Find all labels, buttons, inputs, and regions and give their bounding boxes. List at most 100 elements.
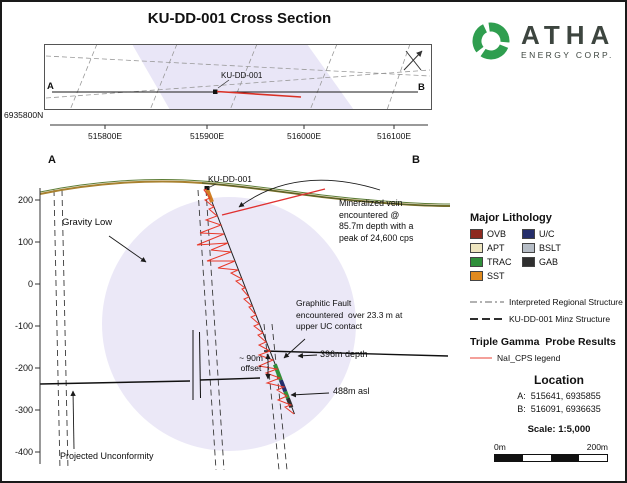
projected-unconformity-arrow (70, 390, 76, 450)
elev-tick: 100 (18, 237, 33, 247)
atha-logo-text: ATHA ENERGY CORP. (521, 19, 616, 60)
location-title: Location (534, 373, 584, 387)
easting-tick: 515800E (88, 131, 122, 141)
lithology-label: TRAC (487, 257, 512, 267)
regional-structure-label: Interpreted Regional Structure (509, 297, 623, 307)
lithology-label: BSLT (539, 243, 561, 253)
red-line-sample (470, 357, 492, 359)
lithology-label: OVB (487, 229, 507, 239)
elev-tick: 200 (18, 195, 33, 205)
plan-map: A B KU-DD-001 6935800N 515800E 515900E 5… (4, 44, 432, 141)
lithology-swatch (470, 271, 483, 281)
fault-ticks (192, 330, 201, 400)
lithology-swatch (522, 229, 535, 239)
gamma-probe-trace (196, 188, 295, 415)
lithology-label: SST (487, 271, 505, 281)
lithology-swatch (470, 243, 483, 253)
legend-minz-structure: KU-DD-001 Minz Structure (470, 314, 625, 324)
offset-label: ~ 90m offset (239, 353, 263, 373)
atha-logo-icon (472, 22, 510, 60)
lithology-swatch (470, 229, 483, 239)
easting-tick: 516000E (287, 131, 321, 141)
map-label-a: A (47, 81, 54, 92)
section-label-a: A (48, 154, 56, 166)
section-hole-label: KU-DD-001 (208, 174, 252, 184)
graphitic-fault-arrow (283, 338, 306, 359)
lithology-item: BSLT (522, 243, 574, 253)
elev-tick: -200 (15, 363, 33, 373)
gravity-low-arrow (108, 235, 147, 263)
page-title: KU-DD-001 Cross Section (147, 10, 332, 27)
graphitic-fault-note: Graphitic Fault encountered over 23.3 m … (296, 298, 403, 331)
map-regional-structures (45, 44, 431, 110)
topography-vegetation-line (39, 178, 451, 205)
collar-marker (204, 186, 210, 190)
lithology-legend: OVB U/C APT BSLT TRAC GAB SST (470, 229, 574, 281)
dashed-line-sample (470, 318, 504, 320)
lithology-item: APT (470, 243, 522, 253)
brand-name: ATHA (521, 19, 616, 50)
brand-subtitle: ENERGY CORP. (521, 49, 614, 60)
map-frame (44, 44, 432, 110)
map-gravity-low-zone (132, 44, 354, 110)
lithology-label: U/C (539, 229, 555, 239)
map-northing-label: 6935800N (4, 110, 43, 120)
easting-tick: 516100E (377, 131, 411, 141)
lithology-label: APT (487, 243, 505, 253)
atha-logo: ATHA ENERGY CORP. (468, 18, 615, 64)
scale-text: Scale: 1:5,000 (527, 424, 591, 435)
map-collar-marker (213, 89, 218, 94)
cross-section-canvas: 200 100 0 -100 -200 -300 -400 (15, 178, 451, 471)
location-a: A: 515641, 6935855 (517, 391, 601, 401)
lithology-swatch (470, 257, 483, 267)
annotation-arrows (70, 179, 381, 450)
lithology-item: TRAC (470, 257, 522, 267)
gravity-low-anomaly (102, 197, 356, 451)
elev-tick: 0 (28, 279, 33, 289)
scale-bar (494, 454, 608, 462)
depth-396-arrow (297, 353, 318, 359)
elev-tick: -400 (15, 447, 33, 457)
legend-panel: Major Lithology OVB U/C APT BSLT TRAC GA… (470, 212, 625, 462)
lithology-swatch (522, 243, 535, 253)
gravity-low-label: Gravity Low (62, 217, 113, 228)
map-hole-label: KU-DD-001 (221, 71, 263, 80)
regional-structure-lines (53, 189, 288, 471)
minz-structure-label: KU-DD-001 Minz Structure (509, 314, 611, 324)
mineralized-vein-note: Mineralized vein encountered @ 85.7m dep… (339, 198, 414, 243)
location-block: Location A: 515641, 6935855 B: 516091, 6… (500, 373, 618, 416)
elev-tick: -300 (15, 405, 33, 415)
asl-488-arrow (290, 392, 330, 398)
unconformity-line (39, 350, 449, 385)
scale-right-label: 200m (586, 442, 608, 452)
projected-unconformity-label: Projected Unconformity (60, 451, 154, 461)
map-easting-axis: 515800E 515900E 516000E 516100E (50, 124, 428, 141)
legend-gamma-item: NaI_CPS legend (470, 353, 625, 363)
gamma-item-label: NaI_CPS legend (497, 353, 561, 363)
scale-left-label: 0m (494, 442, 506, 452)
north-arrow (403, 50, 423, 71)
easting-tick: 515900E (190, 131, 224, 141)
mineralized-vein-arrow (238, 179, 381, 208)
elevation-axis: 200 100 0 -100 -200 -300 -400 (15, 188, 41, 464)
gamma-legend-title: Triple Gamma Probe Results (470, 336, 616, 348)
map-hole-label-leader (217, 79, 230, 89)
topography-dark-line (201, 182, 451, 207)
legend-regional-structure: Interpreted Regional Structure (470, 297, 625, 307)
lithology-item: SST (470, 271, 522, 281)
lithology-item: U/C (522, 229, 574, 239)
hole-label-leader (207, 183, 217, 189)
map-label-b: B (418, 82, 425, 93)
mineralized-vein-line (221, 188, 326, 216)
map-drillhole-trace (216, 90, 302, 98)
depth-396-label: 396m depth (320, 349, 368, 359)
elev-tick: -100 (15, 321, 33, 331)
section-label-b: B (412, 154, 420, 166)
lithology-legend-title: Major Lithology (470, 212, 552, 224)
location-b: B: 516091, 6936635 (517, 404, 601, 414)
lithology-item: GAB (522, 257, 574, 267)
lithology-item: OVB (470, 229, 522, 239)
lithology-swatch (522, 257, 535, 267)
dashdot-line-sample (470, 301, 504, 303)
